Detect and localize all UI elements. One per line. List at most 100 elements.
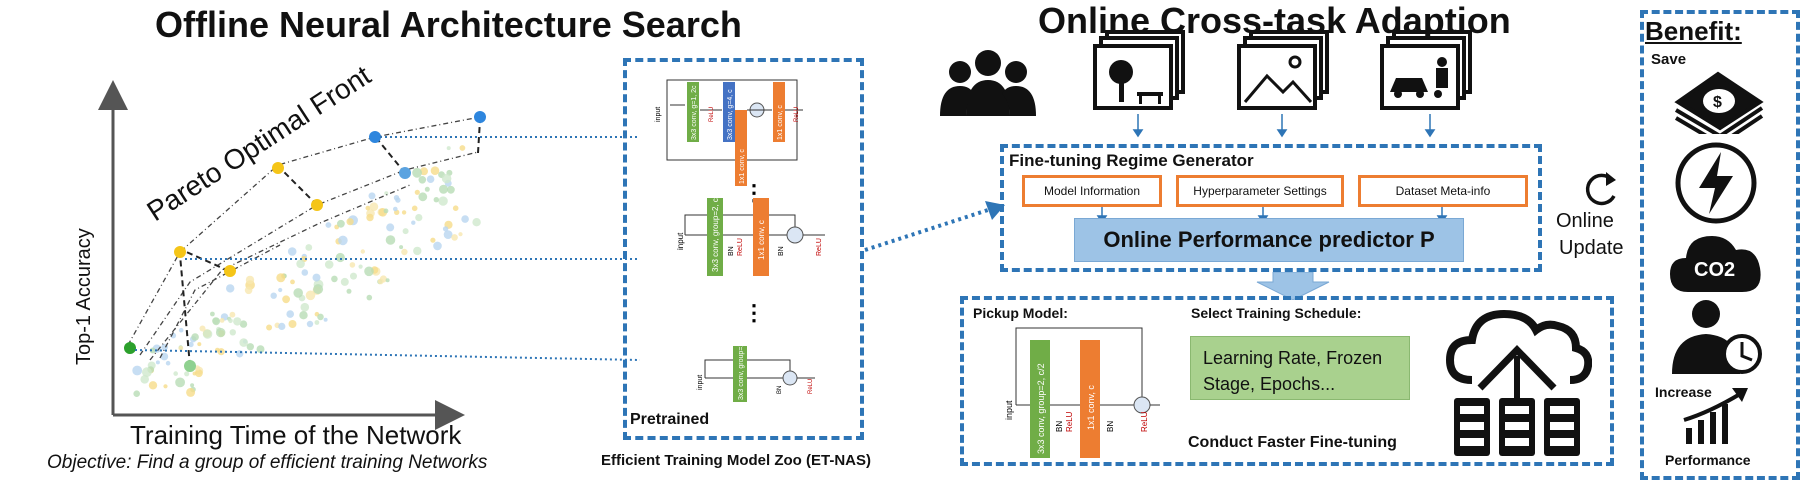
scatter-dot <box>337 219 345 228</box>
svg-text:ReLU: ReLU <box>808 379 814 394</box>
scatter-dot <box>142 367 152 378</box>
svg-text:BN: BN <box>1106 421 1115 432</box>
performance-predictor-box: Online Performance predictor P <box>1074 218 1464 262</box>
scatter-dot <box>335 252 345 263</box>
scatter-dot <box>452 205 459 211</box>
dataset-meta-info-box: Dataset Meta-info <box>1358 175 1528 207</box>
scatter-dot <box>306 320 314 328</box>
scatter-dot <box>313 284 324 295</box>
scatter-dot <box>178 327 184 333</box>
pickup-conv-a <box>1030 340 1050 458</box>
scatter-dot <box>430 166 440 175</box>
money-stack-icon: $ <box>1674 71 1764 134</box>
scatter-dot <box>443 230 453 240</box>
front-point-yellow-4 <box>311 199 323 211</box>
svg-text:3x3 conv, g=1, 2c: 3x3 conv, g=1, 2c <box>691 85 698 140</box>
front-point-yellow-2 <box>224 265 236 277</box>
scatter-dot <box>317 313 324 321</box>
front-point-yellow-3 <box>272 162 284 174</box>
scatter-dot <box>148 381 158 390</box>
pareto-arrows <box>179 119 481 367</box>
svg-text:1x1 conv, c: 1x1 conv, c <box>757 220 766 260</box>
front-point-green <box>124 342 136 354</box>
scatter-dot <box>377 278 384 285</box>
model-zoo-diagram: input 3x3 conv, g=1, 2c 3x3 conv, g=4, c… <box>655 79 825 402</box>
scatter-dot <box>287 247 297 256</box>
scatter-dot <box>299 311 308 320</box>
pareto-label: Pareto Optimal Front <box>141 59 376 227</box>
scatter-dot <box>451 234 458 241</box>
svg-text:BN: BN <box>778 246 785 256</box>
zoo-to-generator-arrow <box>864 201 1005 252</box>
scatter-dot <box>438 196 448 206</box>
scatter-dot <box>202 329 213 339</box>
zoo-b1-conv-b <box>723 82 735 142</box>
zoo-caption: Efficient Training Model Zoo (ET-NAS) <box>601 452 871 469</box>
scatter-dot <box>305 244 313 251</box>
scatter-dot <box>399 245 404 250</box>
scatter-dot <box>163 384 168 389</box>
scatter-dot <box>278 287 283 293</box>
scatter-dot <box>414 189 420 195</box>
scatter-dot <box>340 277 349 286</box>
scatter-dot <box>228 318 233 324</box>
zoo-b1-conv-a <box>687 82 699 142</box>
pickup-label: Pickup Model: <box>973 305 1068 321</box>
scatter-dot <box>149 347 156 354</box>
online-update-label-1: Online <box>1556 210 1614 232</box>
svg-text:3x3 conv, group=2, c/2: 3x3 conv, group=2, c/2 <box>711 191 720 272</box>
scatter-dot <box>360 249 365 254</box>
front-curves <box>127 116 481 361</box>
svg-text:3x3 conv, group=2, c/2: 3x3 conv, group=2, c/2 <box>738 329 745 400</box>
scatter-dot <box>442 226 449 232</box>
svg-text:ReLU: ReLU <box>737 238 744 256</box>
online-update-label-2: Update <box>1559 237 1624 259</box>
scatter-dot <box>430 237 436 243</box>
scatter-dot <box>386 223 395 232</box>
pickup-conv-b <box>1080 340 1100 458</box>
scatter-dot <box>173 371 178 376</box>
scatter-dot <box>191 333 199 341</box>
leader-lines <box>134 136 640 361</box>
svg-text:ReLU: ReLU <box>1065 411 1074 432</box>
scatter-dot <box>358 264 363 269</box>
time-person-icon <box>1672 300 1762 374</box>
svg-text:input: input <box>1004 400 1014 420</box>
model-information-box: Model Information <box>1022 175 1162 207</box>
x-axis-label: Training Time of the Network <box>130 420 462 450</box>
zoo-b1-conv-c <box>735 110 747 186</box>
scatter-dot <box>133 390 140 398</box>
scatter-dot <box>350 272 357 280</box>
front-point-blue <box>369 131 381 143</box>
scatter-dot <box>395 197 401 203</box>
scatter-dot <box>199 325 206 332</box>
scatter-dot <box>293 288 304 298</box>
scatter-dot <box>383 208 389 214</box>
car-scene-icon <box>1380 30 1472 110</box>
scatter-dot <box>186 387 196 397</box>
svg-text:3x3 conv, group=2, c/2: 3x3 conv, group=2, c/2 <box>1036 363 1046 454</box>
scatter-dot <box>270 292 277 299</box>
svg-text:ReLU: ReLU <box>709 107 715 122</box>
conduct-label: Conduct Faster Fine-tuning <box>1188 434 1397 451</box>
scatter-dot <box>323 317 328 322</box>
scatter-dot <box>300 302 310 312</box>
y-axis-label: Top-1 Accuracy <box>73 228 95 365</box>
scatter-dot <box>446 146 451 151</box>
scatter-dot <box>411 220 416 225</box>
scatter-dot <box>219 318 225 323</box>
svg-text:1x1 conv, c: 1x1 conv, c <box>777 105 784 140</box>
zoo-block-3: input 3x3 conv, group=2, c/2 BN ReLU <box>697 329 815 402</box>
scatter-dot <box>236 350 244 358</box>
zoo-block-1: input 3x3 conv, g=1, 2c 3x3 conv, g=4, c… <box>655 79 803 186</box>
scatter-dot <box>441 173 452 184</box>
scatter-dot <box>424 186 430 192</box>
scatter-dot <box>244 286 253 295</box>
scatter-dot <box>286 310 295 318</box>
scatter-dot <box>365 205 371 211</box>
scatter-dot <box>239 338 248 347</box>
svg-text:BN: BN <box>777 386 783 394</box>
scatter-dot <box>385 278 390 283</box>
scatter-dot <box>305 290 316 301</box>
scatter-dot <box>368 192 376 200</box>
